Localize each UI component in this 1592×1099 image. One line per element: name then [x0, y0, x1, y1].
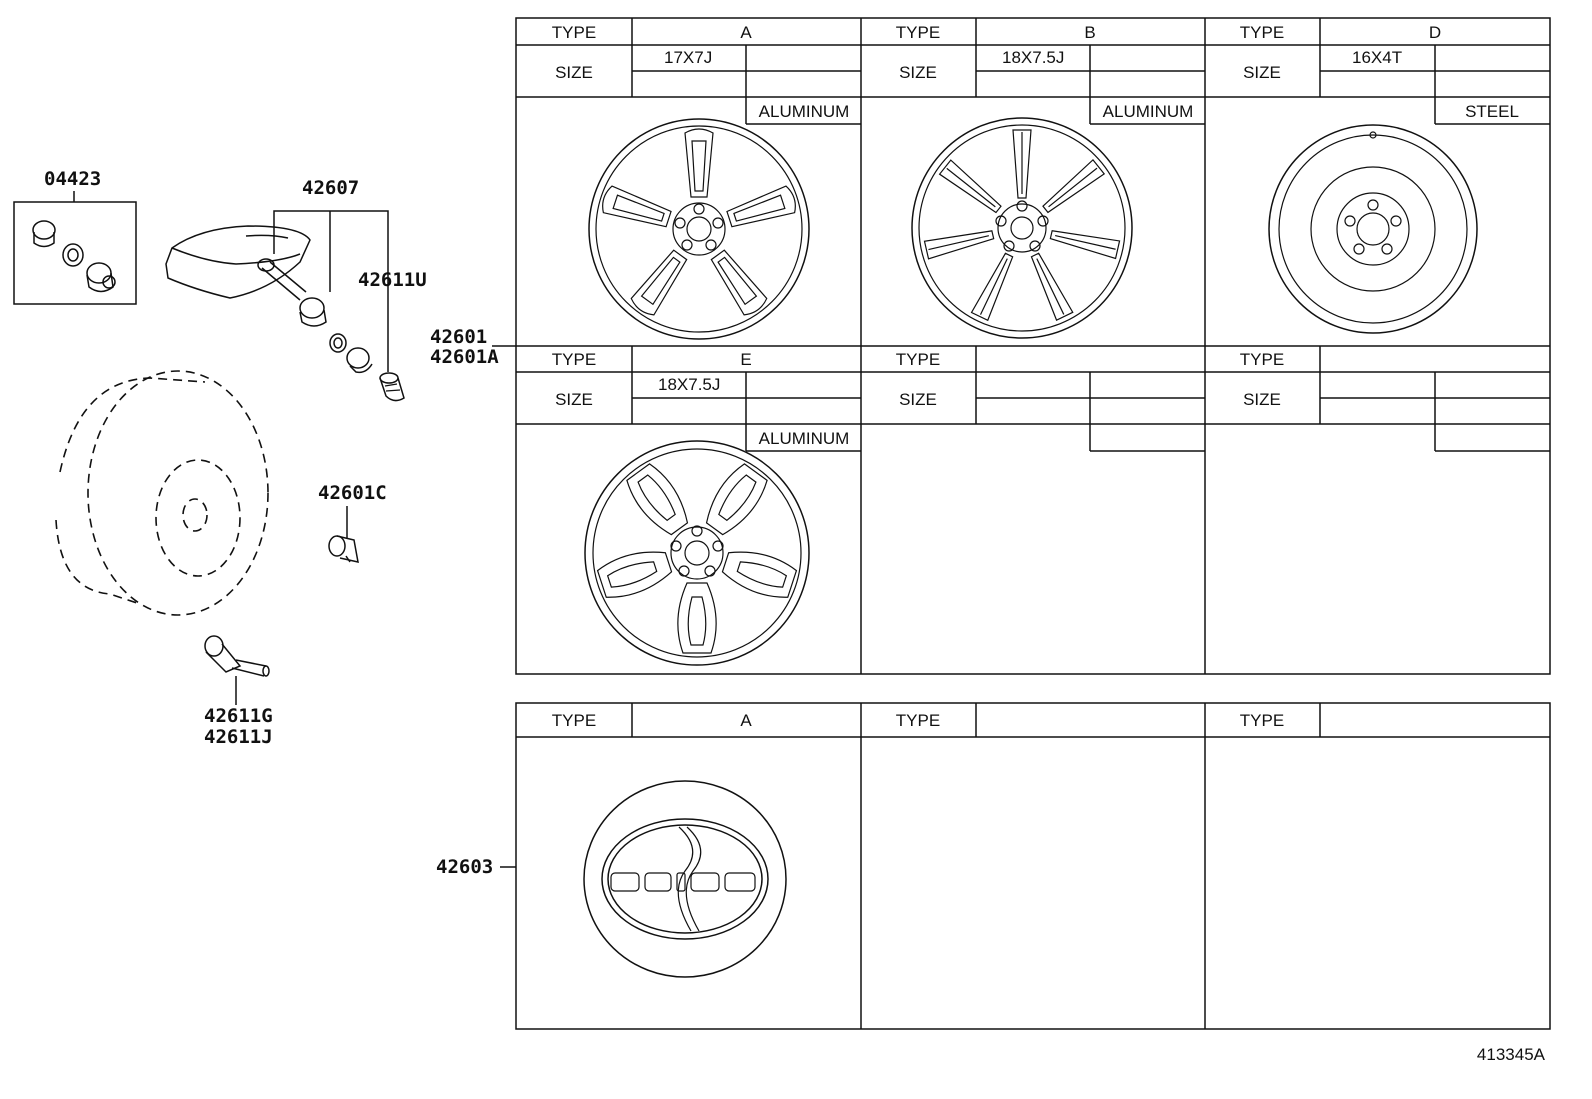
type-value-d: D — [1429, 23, 1441, 42]
center-cap-table: TYPE A TYPE TYPE — [515, 702, 1551, 1030]
lug-nut-icon — [328, 535, 359, 563]
type-label-d: TYPE — [1240, 23, 1284, 42]
size-label-6: SIZE — [1243, 390, 1281, 409]
scion-center-cap-icon — [583, 780, 787, 978]
callout-42601A[interactable]: 42601A — [430, 346, 499, 368]
wheel-b-illustration — [911, 117, 1133, 339]
callout-42601C[interactable]: 42601C — [318, 482, 387, 504]
type-label-5: TYPE — [896, 350, 940, 369]
grommet-icon — [62, 243, 84, 267]
size-label-a: SIZE — [555, 63, 593, 82]
size-value-d: 16X4T — [1352, 48, 1402, 67]
material-b: ALUMINUM — [1103, 102, 1194, 121]
type-value-a: A — [740, 23, 752, 42]
type-label-a: TYPE — [552, 23, 596, 42]
cap-type-value-a: A — [740, 711, 752, 730]
callout-04423[interactable]: 04423 — [44, 168, 101, 190]
tpms-sensor-icon — [165, 225, 311, 301]
size-value-a: 17X7J — [664, 48, 712, 67]
type-value-b: B — [1084, 23, 1095, 42]
size-label-b: SIZE — [899, 63, 937, 82]
material-a: ALUMINUM — [759, 102, 850, 121]
wheel-a-illustration — [588, 118, 810, 340]
tire-valve-icon — [204, 635, 270, 677]
type-label-6: TYPE — [1240, 350, 1284, 369]
figure-id: 413345A — [1477, 1045, 1546, 1064]
callout-42607[interactable]: 42607 — [302, 177, 359, 199]
tpms-parts-group: 04423 42607 — [13, 168, 427, 748]
callout-42611U[interactable]: 42611U — [358, 269, 427, 291]
kit-04423-box — [13, 201, 137, 305]
valve-core-cap-icon — [379, 372, 405, 402]
size-value-b: 18X7.5J — [1002, 48, 1064, 67]
cap-type-label-a: TYPE — [552, 711, 596, 730]
size-value-e: 18X7.5J — [658, 375, 720, 394]
sensor-nut-icon — [299, 297, 327, 327]
type-label-b: TYPE — [896, 23, 940, 42]
size-label-d: SIZE — [1243, 63, 1281, 82]
callout-42603[interactable]: 42603 — [436, 856, 493, 878]
wheel-d-illustration — [1268, 124, 1478, 334]
sensor-washer-icon — [346, 347, 373, 374]
cap-type-label-2: TYPE — [896, 711, 940, 730]
size-label-5: SIZE — [899, 390, 937, 409]
tire-wheel-outline — [55, 370, 269, 616]
callout-42601[interactable]: 42601 — [430, 326, 487, 348]
callout-42611J[interactable]: 42611J — [204, 726, 273, 748]
material-e: ALUMINUM — [759, 429, 850, 448]
type-label-e: TYPE — [552, 350, 596, 369]
valve-nut-icon — [86, 262, 116, 293]
size-label-e: SIZE — [555, 390, 593, 409]
valve-cap-icon — [32, 220, 56, 248]
wheel-e-illustration — [584, 440, 810, 666]
type-value-e: E — [740, 350, 751, 369]
cap-type-label-3: TYPE — [1240, 711, 1284, 730]
material-d: STEEL — [1465, 102, 1519, 121]
callout-42611G[interactable]: 42611G — [204, 705, 273, 727]
wheel-table: TYPE A SIZE 17X7J ALUMINUM TYPE B SIZE 1… — [515, 17, 1551, 675]
sensor-grommet-icon — [329, 333, 347, 353]
